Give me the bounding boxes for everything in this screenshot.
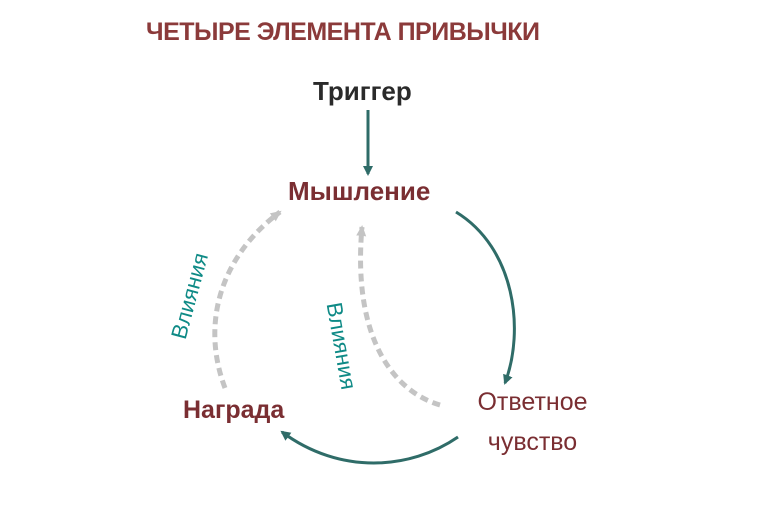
node-response-line1: Ответное bbox=[477, 388, 588, 416]
arrow-thinking-to-response bbox=[455, 210, 516, 385]
node-response-line2: чувство bbox=[487, 428, 578, 456]
node-response: Ответное чувство bbox=[465, 382, 600, 462]
arrow-response-to-reward bbox=[280, 430, 459, 465]
dashed-arrow-reward-to-thinking bbox=[212, 209, 282, 389]
node-reward: Награда bbox=[183, 396, 285, 424]
diagram-title: ЧЕТЫРЕ ЭЛЕМЕНТА ПРИВЫЧКИ bbox=[146, 18, 540, 46]
node-trigger: Триггер bbox=[313, 76, 412, 106]
dashed-arrow-response-to-thinking bbox=[356, 225, 441, 408]
node-thinking: Мышление bbox=[288, 176, 431, 206]
